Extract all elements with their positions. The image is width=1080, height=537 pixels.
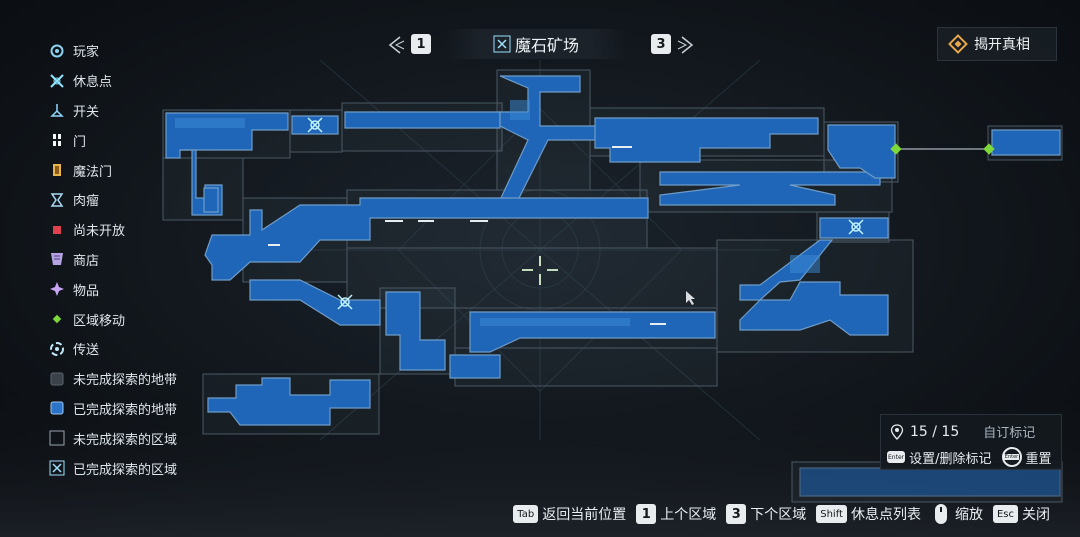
hint-zoom[interactable]: 缩放 xyxy=(931,503,983,525)
explored-passages xyxy=(165,75,1061,497)
hint-label: 缩放 xyxy=(954,507,983,523)
hint-label: 返回当前位置 xyxy=(542,507,627,523)
area-title: 魔石矿场 xyxy=(446,29,626,59)
reveal-truth-button[interactable]: 揭开真相 xyxy=(937,27,1057,61)
set-marker-key[interactable]: Enter xyxy=(887,451,906,463)
hint-label: 上个区域 xyxy=(660,507,717,523)
legend-label: 物品 xyxy=(73,283,100,299)
legend-item-rest-point: 休息点 xyxy=(48,66,177,96)
explored-area-icon xyxy=(493,35,511,53)
legend-label: 尚未开放 xyxy=(73,224,126,240)
legend-label: 肉瘤 xyxy=(73,194,100,210)
legend-item-flesh-tumor: 肉瘤 xyxy=(48,185,177,215)
area-name: 魔石矿场 xyxy=(514,36,579,55)
legend-label: 商店 xyxy=(73,253,100,269)
legend-item-door: 门 xyxy=(48,125,177,155)
cursor-icon xyxy=(686,291,695,305)
legend-label: 已完成探索的地带 xyxy=(73,402,178,418)
shift-key: Shift xyxy=(816,505,847,523)
map-legend: 玩家 休息点 开关 门 魔法门 肉瘤 尚未开放 商店 物品 区域移动 传送 未完… xyxy=(48,36,177,483)
legend-label: 开关 xyxy=(73,104,100,120)
legend-label: 未完成探索的区域 xyxy=(73,432,178,448)
next-key: 3 xyxy=(726,504,747,524)
magic-door-icon xyxy=(48,161,66,179)
legend-item-explored-area: 已完成探索的区域 xyxy=(48,453,177,483)
reveal-truth-label: 揭开真相 xyxy=(974,37,1030,53)
legend-item-teleport: 传送 xyxy=(48,334,177,364)
custom-marker-label: 自订标记 xyxy=(983,426,1036,441)
set-delete-marker-label[interactable]: 设置/删除标记 xyxy=(909,451,992,467)
legend-item-magic-door: 魔法门 xyxy=(48,155,177,185)
legend-label: 未完成探索的地带 xyxy=(73,373,178,389)
next-area-key[interactable]: 3 xyxy=(651,34,671,54)
area-move-icon xyxy=(983,143,995,155)
hint-label: 休息点列表 xyxy=(850,507,921,523)
legend-label: 休息点 xyxy=(73,75,113,91)
area-move-icon xyxy=(890,143,902,155)
legend-label: 门 xyxy=(73,134,87,150)
explored-zone-icon xyxy=(48,399,66,417)
switch-icon xyxy=(48,101,66,119)
hint-label: 关闭 xyxy=(1022,507,1050,523)
tab-key: Tab xyxy=(513,505,539,523)
legend-item-shop: 商店 xyxy=(48,245,177,275)
teleport-icon xyxy=(48,340,66,358)
unexplored-zone-icon xyxy=(48,370,66,388)
diamond-icon xyxy=(948,34,968,54)
legend-item-area-move: 区域移动 xyxy=(48,304,177,334)
reset-label[interactable]: 重置 xyxy=(1025,451,1052,467)
mouse-scroll-icon xyxy=(931,503,951,525)
legend-label: 魔法门 xyxy=(73,164,113,180)
reset-key-label: Enter xyxy=(1003,454,1020,460)
shop-icon xyxy=(48,250,66,268)
legend-label: 已完成探索的区域 xyxy=(73,462,178,478)
legend-item-item: 物品 xyxy=(48,274,177,304)
legend-item-player: 玩家 xyxy=(48,36,177,66)
custom-marker-panel: 15 / 15 自订标记 Enter 设置/删除标记 Enter 重置 xyxy=(880,414,1062,470)
legend-item-not-open: 尚未开放 xyxy=(48,215,177,245)
legend-item-unexplored-zone: 未完成探索的地带 xyxy=(48,364,177,394)
door-icon xyxy=(48,131,66,149)
rest-point-icon xyxy=(307,117,864,310)
legend-label: 传送 xyxy=(73,343,100,359)
prev-key: 1 xyxy=(636,504,657,524)
marker-count: 15 / 15 xyxy=(910,423,960,440)
rest-point-icon xyxy=(48,72,66,90)
flesh-tumor-icon xyxy=(48,191,66,209)
reset-key[interactable]: Enter xyxy=(1001,447,1022,467)
item-icon xyxy=(48,280,66,298)
legend-item-switch: 开关 xyxy=(48,96,177,126)
player-icon xyxy=(522,256,558,285)
legend-label: 区域移动 xyxy=(73,313,126,329)
esc-key: Esc xyxy=(992,505,1018,523)
prev-area-arrow-icon[interactable] xyxy=(386,35,406,55)
area-move-icon xyxy=(48,310,66,328)
unexplored-area-icon xyxy=(48,429,66,447)
player-icon xyxy=(48,42,66,60)
area-header: 1 魔石矿场 3 xyxy=(386,29,696,61)
location-pin-icon xyxy=(890,423,904,440)
explored-area-icon xyxy=(48,459,66,477)
not-open-icon xyxy=(48,221,66,239)
legend-item-explored-zone: 已完成探索的地带 xyxy=(48,394,177,424)
legend-item-unexplored-area: 未完成探索的区域 xyxy=(48,423,177,453)
hint-label: 下个区域 xyxy=(750,507,807,523)
prev-area-key[interactable]: 1 xyxy=(411,34,431,54)
legend-label: 玩家 xyxy=(73,45,100,61)
next-area-arrow-icon[interactable] xyxy=(676,35,696,55)
